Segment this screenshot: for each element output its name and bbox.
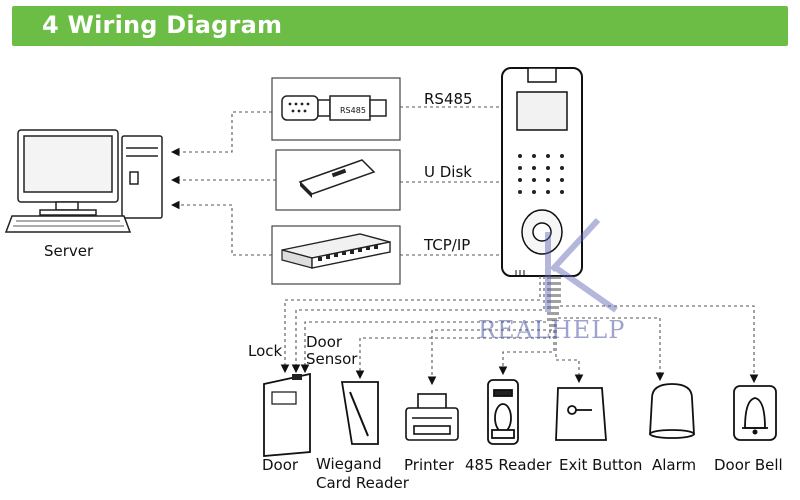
printer-label: Printer [404,456,454,474]
alarm-siren-icon [649,383,695,439]
access-terminal-icon [501,67,583,277]
rs485-converter-icon: RS485 [271,77,401,141]
network-switch-icon [271,225,401,285]
server-computer-icon [4,129,163,233]
alarm-label: Alarm [652,456,697,474]
printer-icon [405,393,459,441]
wiegand-reader-icon [340,381,379,445]
connection-label-rs485: RS485 [424,90,473,108]
door-sensor-label-line1: Door [306,333,343,351]
door-sensor-label-line2: Sensor [306,350,358,368]
lock-label: Lock [248,342,283,360]
watermark-text: REALHELP [478,316,626,344]
door-bell-label: Door Bell [714,456,783,474]
connection-label-udisk: U Disk [424,163,472,181]
header-banner: 4 Wiring Diagram [12,6,788,46]
reader-485-icon [487,379,519,445]
connection-label-tcpip: TCP/IP [424,236,471,254]
door-icon [263,372,311,457]
door-label: Door [262,456,299,474]
watermark-logo [545,217,618,313]
wiegand-label-line2: Card Reader [316,474,409,492]
exit-button-icon [555,387,607,441]
udisk-icon [275,149,401,211]
reader-485-label: 485 Reader [465,456,552,474]
converter-label: RS485 [340,106,366,115]
wiegand-label-line1: Wiegand [316,455,382,473]
door-bell-icon [733,385,777,441]
server-label: Server [44,242,94,260]
exit-button-label: Exit Button [559,456,643,474]
page-title: 4 Wiring Diagram [42,11,283,39]
